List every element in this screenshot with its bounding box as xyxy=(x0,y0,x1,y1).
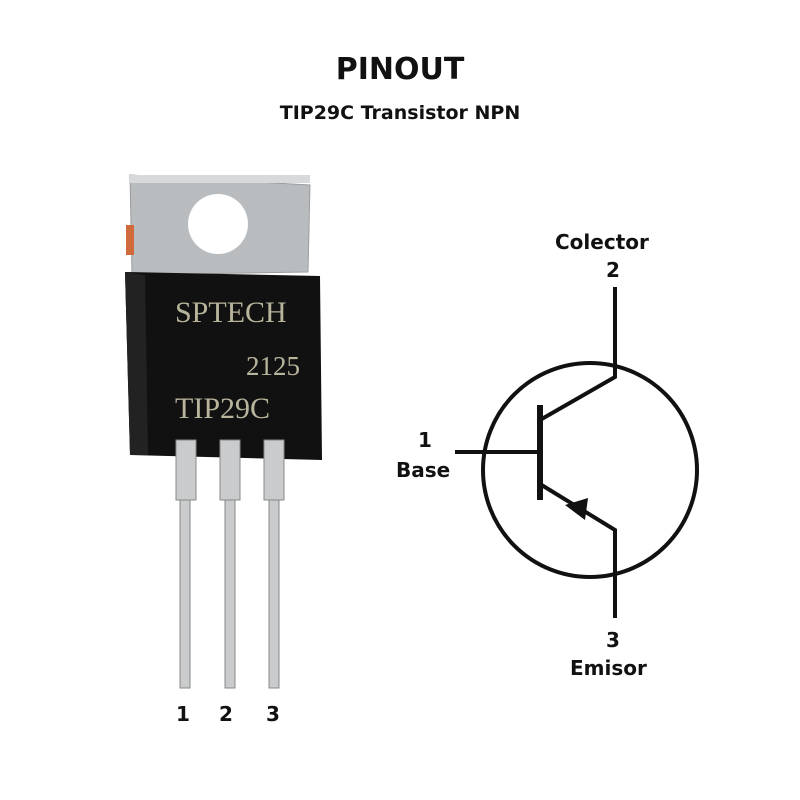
collector-pin: 2 xyxy=(606,258,620,282)
base-pin: 1 xyxy=(418,428,432,452)
npn-symbol xyxy=(455,287,699,618)
base-label: Base xyxy=(396,458,451,482)
date-code-marking: 2125 xyxy=(246,351,300,381)
pin-2-label: 2 xyxy=(219,702,233,726)
pin-3-lead xyxy=(263,439,285,501)
collector-label: Colector xyxy=(555,230,649,254)
pin-3-label: 3 xyxy=(266,702,280,726)
subtitle: TIP29C Transistor NPN xyxy=(279,102,521,124)
pin-1-label: 1 xyxy=(176,702,190,726)
emitter-pin: 3 xyxy=(606,628,620,652)
pin-2-lead xyxy=(219,439,241,501)
title: PINOUT xyxy=(335,52,465,87)
part-marking: TIP29C xyxy=(175,392,270,425)
brand-marking: SPTECH xyxy=(175,296,287,329)
transistor-package: SPTECH 2125 TIP29C xyxy=(125,174,322,689)
emitter-label: Emisor xyxy=(570,656,647,680)
emitter-arrow-icon xyxy=(565,498,588,520)
mounting-hole xyxy=(188,194,248,254)
pin-1-lead xyxy=(175,439,197,501)
